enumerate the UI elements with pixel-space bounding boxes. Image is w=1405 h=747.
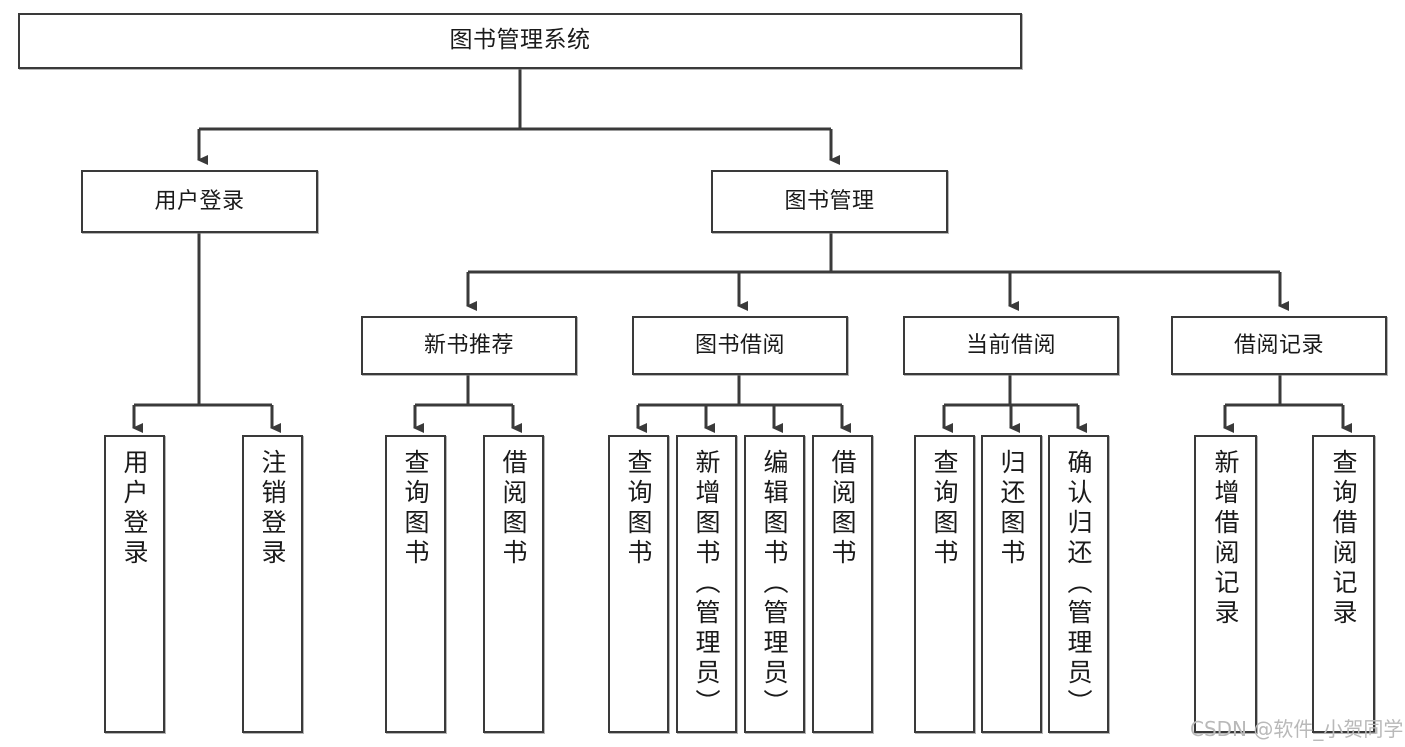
node-leaf-return-book-label: 归还图书 bbox=[997, 449, 1026, 569]
node-leaf-return-book[interactable]: 归还图书 bbox=[981, 435, 1042, 733]
node-user-login-label: 用户登录 bbox=[154, 188, 245, 214]
node-borrow-record[interactable]: 借阅记录 bbox=[1171, 316, 1387, 375]
node-leaf-borrow-book-1-label: 借阅图书 bbox=[499, 449, 528, 569]
node-new-book-recommend-label: 新书推荐 bbox=[423, 332, 514, 358]
node-book-borrow[interactable]: 图书借阅 bbox=[632, 316, 848, 375]
node-current-borrow-label: 当前借阅 bbox=[965, 332, 1056, 358]
node-book-borrow-label: 图书借阅 bbox=[694, 332, 785, 358]
node-leaf-query-book-1-label: 查询图书 bbox=[401, 449, 430, 569]
node-leaf-user-login-label: 用户登录 bbox=[120, 449, 149, 569]
node-leaf-add-record[interactable]: 新增借阅记录 bbox=[1194, 435, 1257, 733]
node-borrow-record-label: 借阅记录 bbox=[1233, 332, 1324, 358]
node-user-login[interactable]: 用户登录 bbox=[81, 170, 318, 233]
node-leaf-borrow-book-1[interactable]: 借阅图书 bbox=[483, 435, 544, 733]
node-new-book-recommend[interactable]: 新书推荐 bbox=[361, 316, 577, 375]
node-leaf-edit-book-label: 编辑图书（管理员） bbox=[760, 449, 789, 719]
node-leaf-add-book[interactable]: 新增图书（管理员） bbox=[676, 435, 737, 733]
node-leaf-query-book-3-label: 查询图书 bbox=[930, 449, 959, 569]
node-book-management[interactable]: 图书管理 bbox=[711, 170, 948, 233]
node-leaf-user-logout-label: 注销登录 bbox=[258, 449, 287, 569]
node-leaf-borrow-book-2-label: 借阅图书 bbox=[828, 449, 857, 569]
node-root[interactable]: 图书管理系统 bbox=[18, 13, 1022, 69]
node-leaf-borrow-book-2[interactable]: 借阅图书 bbox=[812, 435, 873, 733]
node-leaf-add-record-label: 新增借阅记录 bbox=[1211, 449, 1240, 629]
node-leaf-user-logout[interactable]: 注销登录 bbox=[242, 435, 303, 733]
node-current-borrow[interactable]: 当前借阅 bbox=[903, 316, 1119, 375]
node-leaf-query-book-3[interactable]: 查询图书 bbox=[914, 435, 975, 733]
node-leaf-query-record[interactable]: 查询借阅记录 bbox=[1312, 435, 1375, 733]
node-leaf-query-book-2[interactable]: 查询图书 bbox=[608, 435, 669, 733]
node-leaf-query-book-2-label: 查询图书 bbox=[624, 449, 653, 569]
node-root-label: 图书管理系统 bbox=[449, 27, 591, 54]
node-leaf-query-book-1[interactable]: 查询图书 bbox=[385, 435, 446, 733]
node-leaf-confirm-return[interactable]: 确认归还（管理员） bbox=[1048, 435, 1109, 733]
node-leaf-add-book-label: 新增图书（管理员） bbox=[692, 449, 721, 719]
node-leaf-edit-book[interactable]: 编辑图书（管理员） bbox=[744, 435, 805, 733]
node-leaf-confirm-return-label: 确认归还（管理员） bbox=[1064, 449, 1093, 719]
watermark: CSDN @软件_小贺同学 bbox=[1190, 717, 1404, 741]
node-leaf-query-record-label: 查询借阅记录 bbox=[1329, 449, 1358, 629]
node-book-management-label: 图书管理 bbox=[784, 188, 875, 214]
node-leaf-user-login[interactable]: 用户登录 bbox=[104, 435, 165, 733]
